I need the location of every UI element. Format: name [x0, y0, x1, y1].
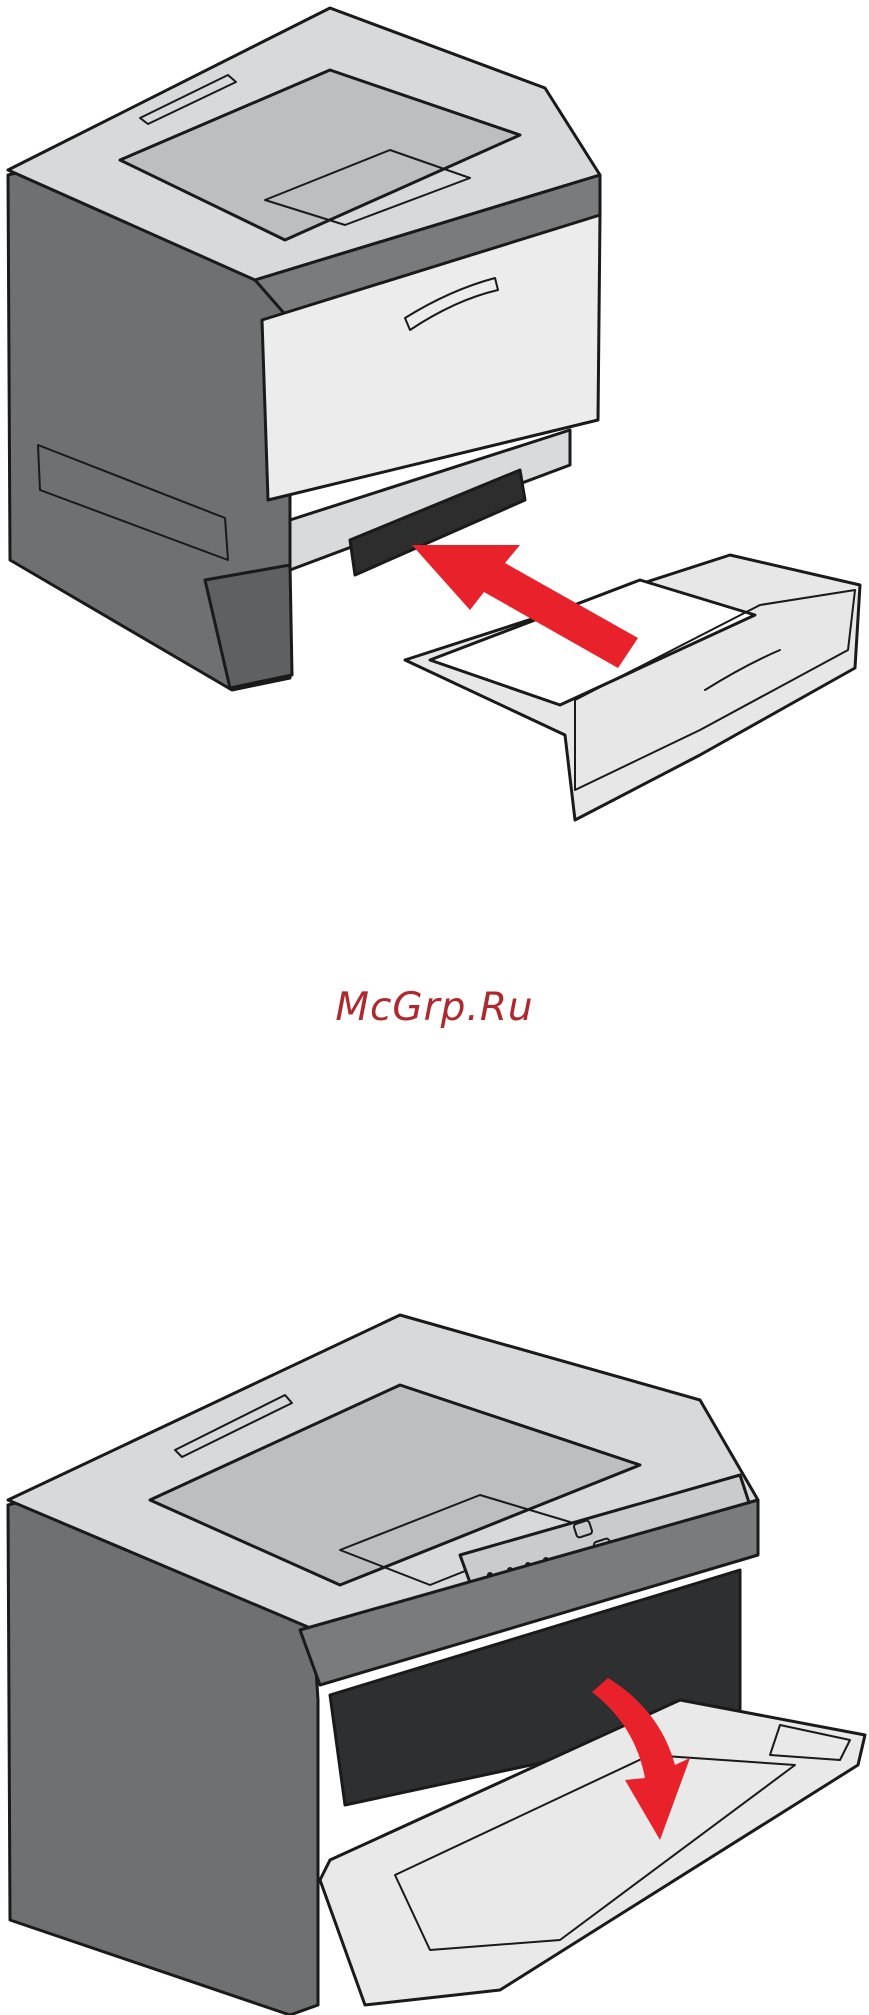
figure-printer-mp-feeder: [0, 1300, 869, 2015]
watermark-text: McGrp.Ru: [0, 985, 869, 1030]
printer-mpf-illustration: [0, 1300, 869, 2015]
figure-printer-tray-insert: [0, 0, 869, 830]
printer-tray-illustration: [0, 0, 869, 830]
